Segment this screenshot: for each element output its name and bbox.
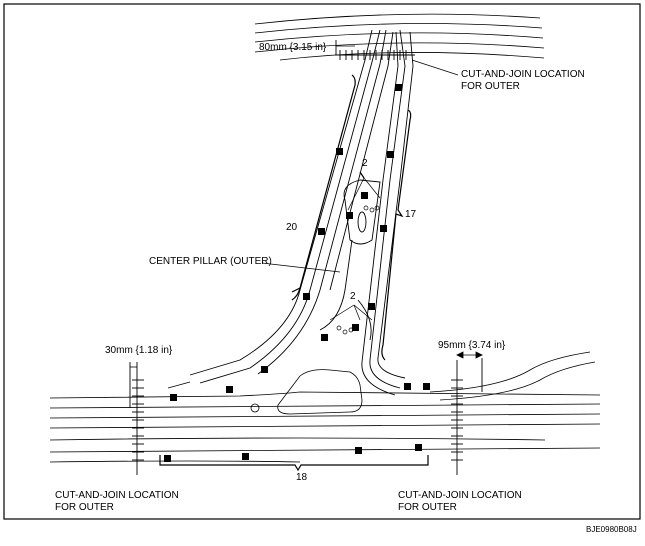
cut-join-label-left-line2: FOR OUTER (55, 502, 114, 513)
pillar-outline (189, 29, 414, 396)
braces (159, 74, 429, 472)
count-label-18: 18 (296, 472, 308, 483)
leader-lines (261, 59, 459, 321)
cut-join-label-top-line2: FOR OUTER (461, 81, 520, 92)
cut-join-label-right-line1: CUT-AND-JOIN LOCATION (398, 490, 522, 501)
cut-join-marks (129, 40, 483, 475)
cut-join-label-top-line1: CUT-AND-JOIN LOCATION (461, 69, 585, 80)
roof-rail (254, 13, 545, 61)
cut-join-label-top: CUT-AND-JOIN LOCATION FOR OUTER (461, 69, 585, 93)
center-pillar-label: CENTER PILLAR (OUTER) (149, 256, 272, 267)
weld-spots (164, 84, 430, 462)
cut-join-label-right: CUT-AND-JOIN LOCATION FOR OUTER (398, 490, 522, 514)
dimension-label-left: 30mm {1.18 in} (105, 345, 173, 356)
dimension-label-right: 95mm {3.74 in} (438, 340, 506, 351)
cut-join-label-left-line1: CUT-AND-JOIN LOCATION (55, 490, 179, 501)
figure-border (3, 3, 641, 520)
count-label-2-upper: 2 (362, 158, 368, 169)
cut-join-label-right-line2: FOR OUTER (398, 502, 457, 513)
small-holes (336, 205, 380, 335)
count-label-20: 20 (286, 222, 298, 233)
dimension-arrows (130, 45, 483, 368)
lower-body (49, 351, 601, 463)
figure-code: BJE0980B08J (586, 525, 637, 534)
cut-join-label-left: CUT-AND-JOIN LOCATION FOR OUTER (55, 490, 179, 514)
count-label-2-lower: 2 (350, 291, 356, 302)
dimension-label-top: 80mm {3.15 in} (259, 42, 327, 53)
count-label-17: 17 (405, 209, 417, 220)
